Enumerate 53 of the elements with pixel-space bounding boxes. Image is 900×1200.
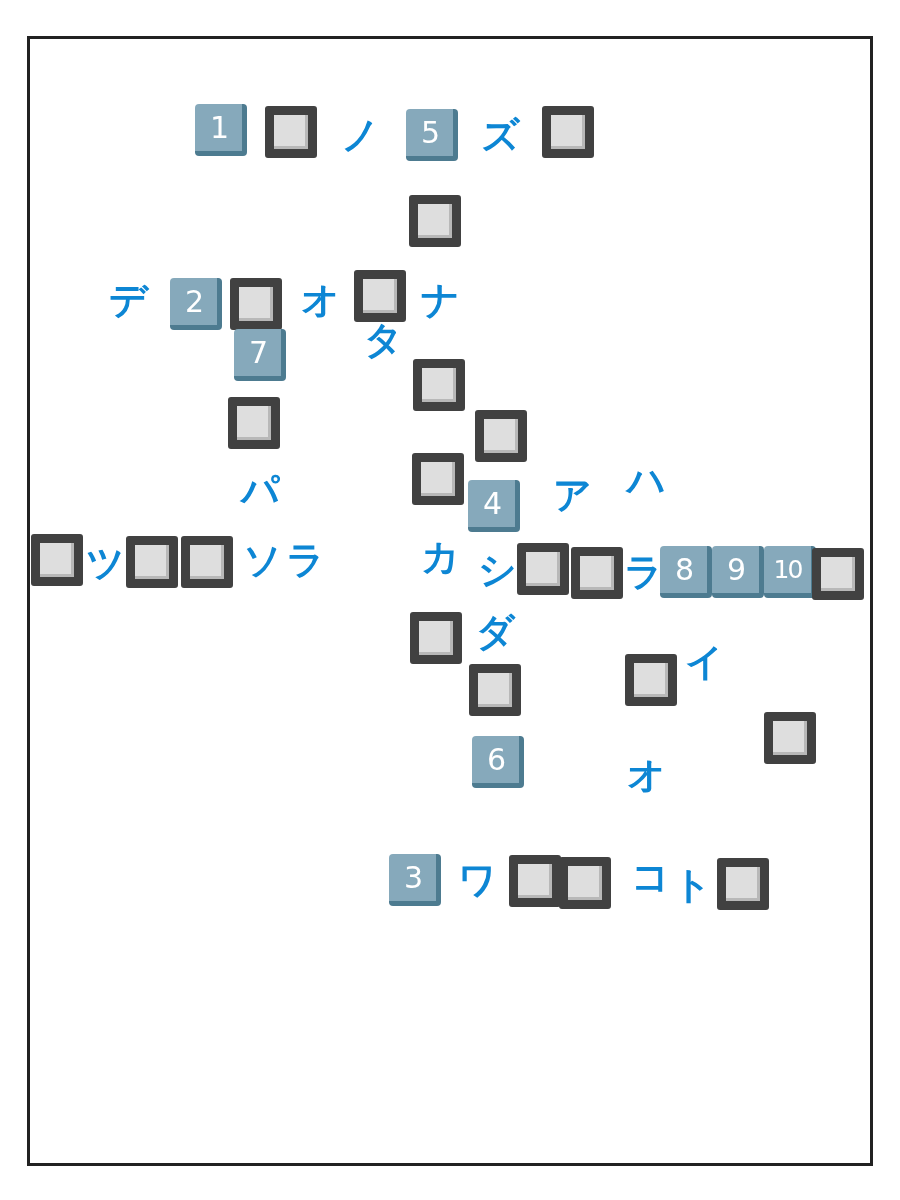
- katakana-character: ハ: [626, 461, 666, 499]
- number-key: 4: [468, 480, 520, 532]
- answer-box: [181, 536, 233, 588]
- katakana-character: ソ: [242, 541, 282, 579]
- answer-box: [571, 547, 623, 599]
- katakana-character: ア: [552, 476, 592, 514]
- number-key: 7: [234, 329, 286, 381]
- answer-box: [126, 536, 178, 588]
- answer-box: [413, 359, 465, 411]
- answer-box: [469, 664, 521, 716]
- answer-box: [475, 410, 527, 462]
- answer-box: [354, 270, 406, 322]
- katakana-character: カ: [420, 538, 460, 576]
- katakana-character: タ: [363, 321, 403, 359]
- number-key: 10: [764, 546, 816, 598]
- number-key: 6: [472, 736, 524, 788]
- number-key: 3: [389, 854, 441, 906]
- number-key: 9: [712, 546, 764, 598]
- answer-box: [509, 855, 561, 907]
- katakana-character: イ: [684, 643, 724, 681]
- number-key: 2: [170, 278, 222, 330]
- katakana-character: パ: [240, 471, 280, 509]
- number-key: 5: [406, 109, 458, 161]
- answer-box: [409, 195, 461, 247]
- katakana-character: ナ: [420, 281, 460, 319]
- katakana-character: オ: [626, 756, 666, 794]
- number-key: 8: [660, 546, 712, 598]
- katakana-character: オ: [300, 281, 340, 319]
- answer-box: [542, 106, 594, 158]
- answer-box: [625, 654, 677, 706]
- katakana-character: ト: [672, 866, 712, 904]
- katakana-character: ラ: [623, 553, 663, 591]
- answer-box: [410, 612, 462, 664]
- katakana-character: デ: [108, 281, 148, 319]
- katakana-character: ノ: [340, 116, 380, 154]
- answer-box: [31, 534, 83, 586]
- answer-box: [559, 857, 611, 909]
- number-key: 1: [195, 104, 247, 156]
- answer-box: [517, 543, 569, 595]
- katakana-character: シ: [477, 551, 517, 589]
- answer-box: [764, 712, 816, 764]
- answer-box: [228, 397, 280, 449]
- answer-box: [717, 858, 769, 910]
- answer-box: [230, 278, 282, 330]
- katakana-character: コ: [630, 858, 670, 896]
- katakana-character: ツ: [85, 544, 125, 582]
- katakana-character: ズ: [480, 116, 520, 154]
- katakana-character: ワ: [457, 861, 497, 899]
- answer-box: [812, 548, 864, 600]
- answer-box: [412, 453, 464, 505]
- answer-box: [265, 106, 317, 158]
- katakana-character: ラ: [285, 541, 325, 579]
- katakana-character: ダ: [475, 613, 515, 651]
